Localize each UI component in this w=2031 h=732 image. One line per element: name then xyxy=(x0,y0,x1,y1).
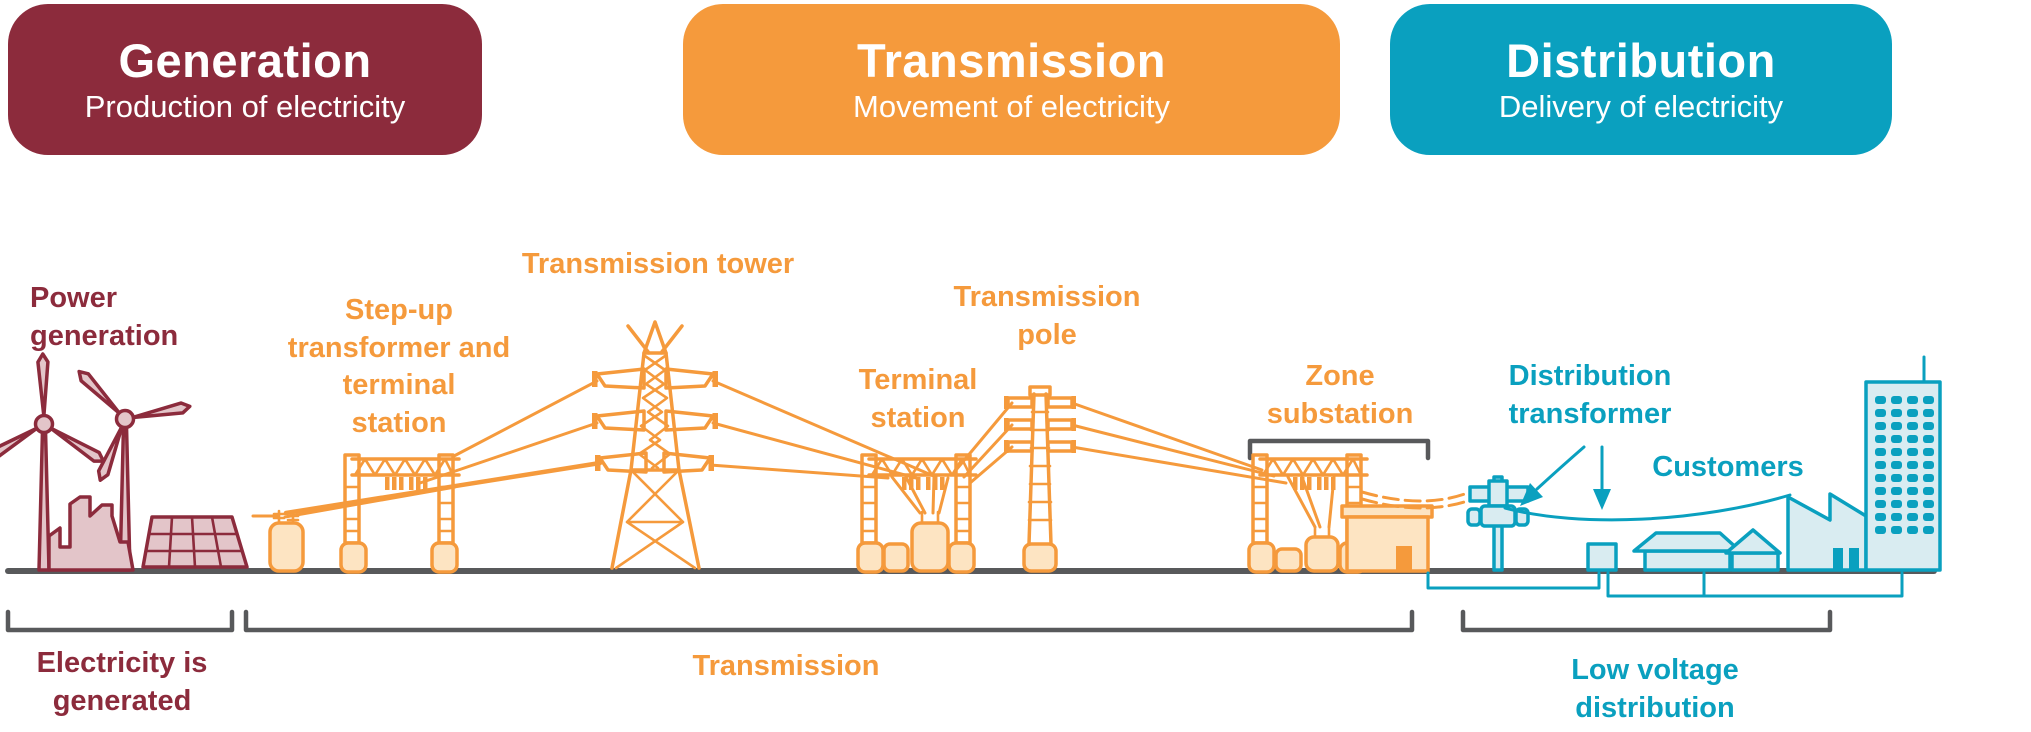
label-transmission-tower: Transmission tower xyxy=(521,248,795,280)
label-zone-substation: Zone substation xyxy=(1266,360,1414,430)
low-voltage-overhead-wire xyxy=(1503,493,1792,522)
label-transmission-pole: Transmission pole xyxy=(953,281,1141,351)
bracket-label-electricity-generated: Electricity is generated xyxy=(36,647,208,717)
zone-substation-bracket xyxy=(1247,438,1431,461)
power-plant-icon xyxy=(47,495,135,572)
step-up-transformer-station xyxy=(251,379,603,574)
stage-subtitle-generation: Production of electricity xyxy=(84,89,406,124)
label-power-generation: Power generation xyxy=(30,282,179,352)
solar-panels-icon xyxy=(141,515,249,569)
stage-badge-transmission: Transmission Movement of electricity xyxy=(683,4,1340,155)
distribution-feeder-wires xyxy=(1360,490,1475,510)
distribution-pole-transformer xyxy=(1466,475,1530,572)
house-icon xyxy=(1632,528,1782,572)
wind-turbine-icon xyxy=(77,369,192,572)
wind-turbine-icon xyxy=(0,352,106,572)
label-distribution-transformer: Distribution transformer xyxy=(1508,360,1672,430)
bracket-label-transmission: Transmission xyxy=(692,650,880,682)
label-step-up-transformer: Step-up transformer and terminal station xyxy=(287,294,511,440)
label-customers: Customers xyxy=(1652,451,1804,483)
terminal-station-illustration xyxy=(856,453,978,574)
customer-buildings xyxy=(1586,355,1942,572)
transmission-wires xyxy=(1070,401,1288,485)
office-tower-icon xyxy=(1864,355,1942,572)
transmission-wires xyxy=(708,379,938,480)
distribution-transformer-arrows xyxy=(1520,445,1611,510)
stage-title-transmission: Transmission xyxy=(857,34,1166,87)
stage-badge-generation: Generation Production of electricity xyxy=(8,4,482,155)
power-generation-illustration xyxy=(0,352,249,572)
label-terminal-station: Terminal station xyxy=(858,364,978,434)
stage-badge-distribution: Distribution Delivery of electricity xyxy=(1390,4,1892,155)
factory-icon xyxy=(1786,492,1868,572)
underground-lv-lines xyxy=(1426,571,1904,598)
zone-substation-illustration xyxy=(1247,438,1434,574)
stage-title-distribution: Distribution xyxy=(1506,34,1776,87)
kiosk-transformer-icon xyxy=(1586,542,1618,572)
transmission-pole-illustration xyxy=(1004,385,1076,573)
bracket-label-low-voltage: Low voltage distribution xyxy=(1571,654,1739,724)
stage-subtitle-transmission: Movement of electricity xyxy=(853,89,1170,124)
section-bracket-lines xyxy=(5,609,1833,633)
stage-subtitle-distribution: Delivery of electricity xyxy=(1498,89,1784,124)
transmission-tower-illustration xyxy=(592,320,718,570)
stage-title-generation: Generation xyxy=(118,34,372,87)
